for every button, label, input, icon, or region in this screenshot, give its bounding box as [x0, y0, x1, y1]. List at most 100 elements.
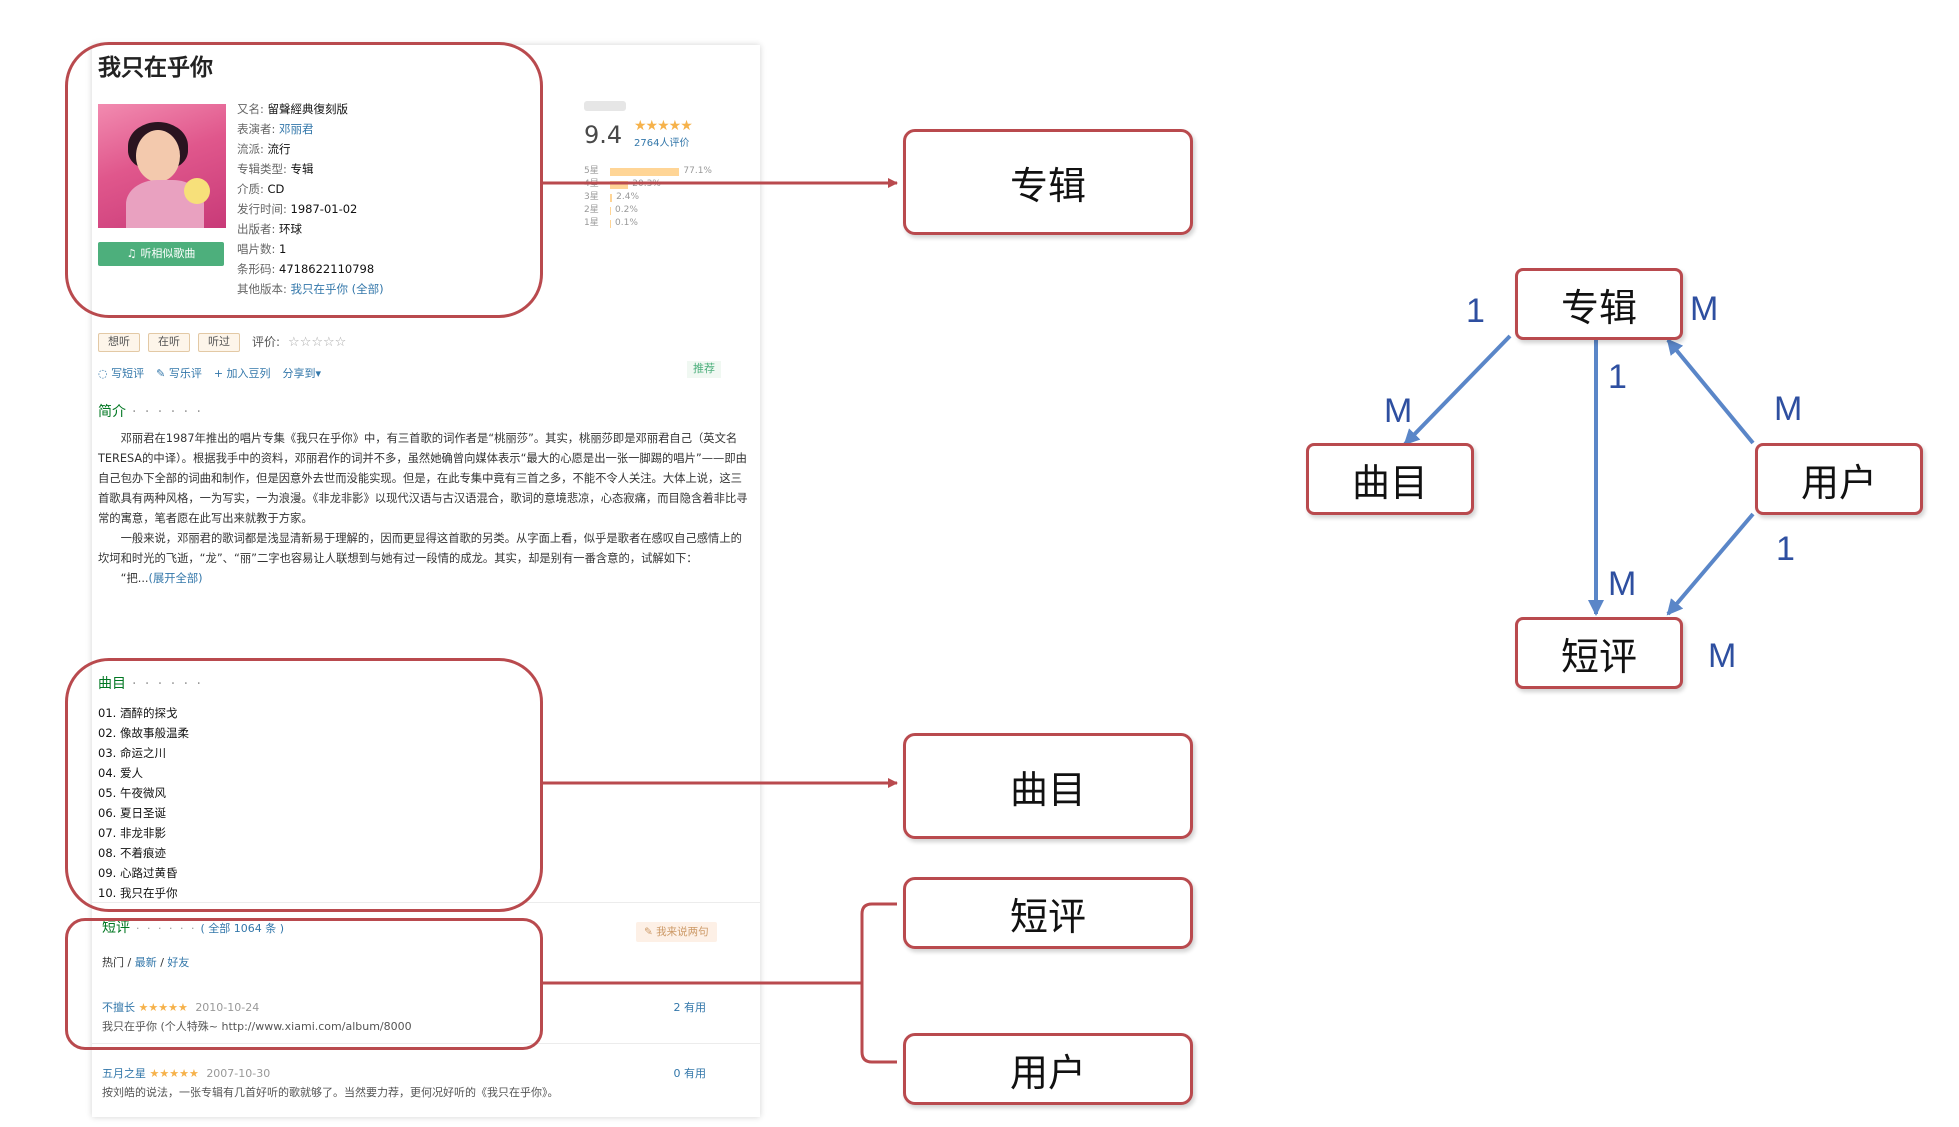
intro-text: 邓丽君在1987年推出的唱片专集《我只在乎你》中，有三首歌的词作者是“桃丽莎”。… [98, 429, 750, 589]
want-listen-button[interactable]: 想听 [98, 333, 140, 352]
rate-stars-input[interactable]: ☆☆☆☆☆ [288, 334, 347, 350]
rate-label: 评价: [252, 335, 281, 350]
rating-bar [610, 206, 611, 215]
review-useful-link[interactable]: 2 有用 [673, 1001, 707, 1014]
info-row: 发行时间: 1987-01-02 [237, 202, 437, 222]
review-user-link[interactable]: 五月之星 [102, 1067, 146, 1080]
write-short-review-label: 写短评 [111, 367, 145, 380]
recommend-button[interactable]: 推荐 [687, 361, 721, 378]
album-title: 我只在乎你 [98, 55, 213, 81]
write-short-review-link[interactable]: ◌ 写短评 [98, 367, 144, 382]
listened-button[interactable]: 听过 [198, 333, 240, 352]
review-tabs: 热门 / 最新 / 好友 [102, 956, 189, 971]
add-doulist-link[interactable]: + 加入豆列 [213, 367, 271, 380]
write-music-review-link[interactable]: ✎ 写乐评 [156, 367, 202, 382]
card-user-review-m: M [1708, 637, 1737, 675]
track-item: 09. 心路过黄昏 [98, 866, 178, 880]
er-entity-user: 用户 [1755, 443, 1923, 515]
review-date: 2007-10-30 [206, 1067, 271, 1080]
track-item: 03. 命运之川 [98, 746, 166, 760]
card-album-review-1: 1 [1608, 358, 1627, 396]
listen-similar-button[interactable]: ♫ 听相似歌曲 [98, 242, 224, 266]
track-item: 05. 午夜微风 [98, 786, 166, 800]
info-value-link[interactable]: 我只在乎你 (全部) [290, 282, 384, 296]
rating-score: 9.4 [584, 121, 623, 149]
rating-star-label: 3星 [584, 192, 599, 203]
card-album-review-m: M [1608, 565, 1637, 603]
info-row: 又名: 留聲經典復刻版 [237, 102, 437, 122]
label-box-tracks: 曲目 [903, 733, 1193, 839]
rating-distribution-row: 3星 2.4% [584, 191, 734, 204]
intro-expand-link[interactable]: (展开全部) [148, 572, 203, 585]
share-row: ◌ 写短评 ✎ 写乐评 + 加入豆列 分享到▾ [98, 367, 321, 382]
reviews-heading: 短评· · · · · ·( 全部 1064 条 ) [102, 919, 284, 938]
track-item: 01. 酒醉的探戈 [98, 706, 178, 720]
music-note-icon: ♫ [126, 246, 137, 260]
review-stars: ★★★★★ [138, 1001, 188, 1014]
intro-heading-text: 简介 [98, 404, 126, 420]
info-key: 出版者: [237, 222, 280, 236]
review-stars: ★★★★★ [149, 1067, 199, 1080]
say-something-label: 我来说两句 [656, 926, 709, 938]
intro-more: “把... [120, 572, 149, 585]
info-value: 专辑 [290, 162, 314, 176]
arrow-user-to-album [1666, 338, 1755, 445]
review-date: 2010-10-24 [195, 1001, 260, 1014]
rating-percent: 0.1% [615, 218, 638, 229]
bracket-review-user [860, 902, 897, 1064]
tab-hot[interactable]: 热门 [102, 956, 124, 969]
album-page-screenshot: 我只在乎你 ♫ 听相似歌曲 又名: 留聲經典復刻版表演者: 邓丽君流派: 流行专… [92, 45, 760, 1117]
er-entity-track: 曲目 [1306, 443, 1474, 515]
info-key: 专辑类型: [237, 162, 291, 176]
info-key: 表演者: [237, 122, 280, 136]
rating-bar [610, 193, 613, 202]
rating-bar [610, 219, 611, 228]
er-entity-album: 专辑 [1515, 268, 1683, 340]
intro-more-line: “把...(展开全部) [98, 569, 750, 589]
say-something-button[interactable]: ✎ 我来说两句 [636, 922, 717, 943]
info-row: 流派: 流行 [237, 142, 437, 162]
info-value-link[interactable]: 邓丽君 [279, 122, 314, 136]
info-key: 又名: [237, 102, 268, 116]
info-row: 表演者: 邓丽君 [237, 122, 437, 142]
listen-similar-label: 听相似歌曲 [140, 246, 196, 260]
arrow-album-to-track [1403, 334, 1512, 446]
info-row: 唱片数: 1 [237, 242, 437, 262]
track-item: 10. 我只在乎你 [98, 886, 178, 900]
listening-button[interactable]: 在听 [148, 333, 190, 352]
reviews-heading-text: 短评 [102, 920, 130, 936]
album-cover-image [98, 104, 226, 228]
pencil-icon: ✎ [156, 367, 169, 380]
rating-label-blurred [584, 101, 626, 111]
info-value: 留聲經典復刻版 [267, 102, 349, 116]
rating-votes-link[interactable]: 2764人评价 [634, 138, 690, 149]
review-user-link[interactable]: 不擅长 [102, 1001, 135, 1014]
info-key: 唱片数: [237, 242, 280, 256]
review-item: 五月之星 ★★★★★ 2007-10-30 0 有用 按刘皓的说法，一张专辑有几… [102, 1067, 706, 1101]
track-item: 07. 非龙非影 [98, 826, 166, 840]
label-box-review: 短评 [903, 877, 1193, 949]
album-info-highlight [65, 42, 543, 318]
reviews-count-link[interactable]: ( 全部 1064 条 ) [200, 922, 285, 935]
card-album-user-m: M [1690, 290, 1719, 328]
card-user-review-1: 1 [1776, 530, 1795, 568]
tab-latest[interactable]: 最新 [134, 956, 157, 969]
divider [92, 1043, 760, 1044]
info-key: 其他版本: [237, 282, 291, 296]
rating-percent: 2.4% [616, 192, 640, 203]
share-to-link[interactable]: 分享到▾ [282, 367, 322, 380]
write-music-review-label: 写乐评 [168, 367, 202, 380]
er-entity-review: 短评 [1515, 617, 1683, 689]
tab-separator: / [124, 956, 135, 969]
tab-friends[interactable]: 好友 [167, 956, 190, 969]
info-row: 出版者: 环球 [237, 222, 437, 242]
intro-heading: 简介 · · · · · · [98, 403, 203, 422]
cover-face [136, 130, 180, 182]
info-value: 环球 [279, 222, 303, 236]
intro-heading-dots: · · · · · · [132, 404, 203, 420]
track-item: 02. 像故事般温柔 [98, 726, 189, 740]
review-useful-link[interactable]: 0 有用 [673, 1067, 707, 1080]
